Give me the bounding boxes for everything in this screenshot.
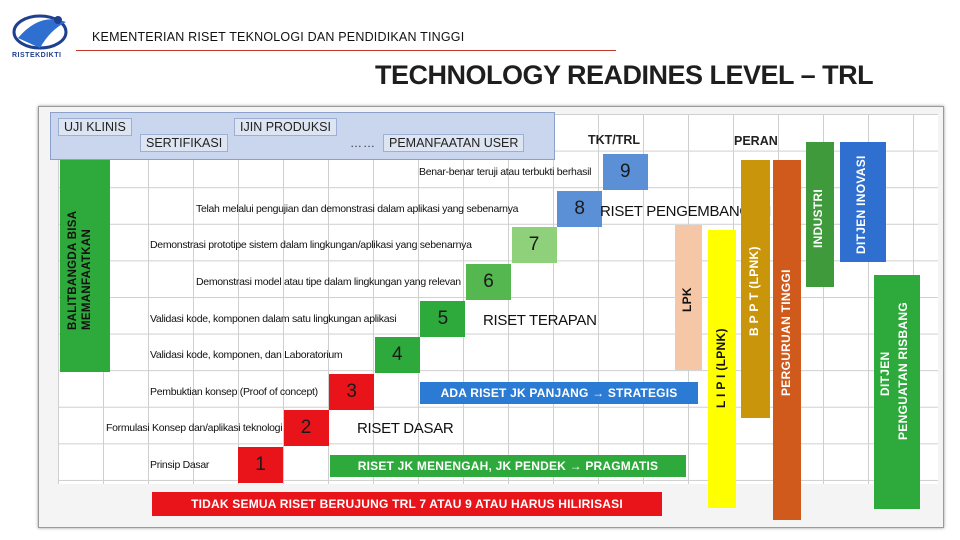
label-ijin-produksi: IJIN PRODUKSI <box>234 118 337 136</box>
trl-number-4: 4 <box>392 344 403 366</box>
trl-label-7: Demonstrasi prototipe sistem dalam lingk… <box>150 239 472 252</box>
role-bar-lipi <box>708 230 736 508</box>
balitbangda-bar <box>60 160 110 372</box>
role-bar-bppt <box>741 160 770 418</box>
role-label-bppt: B P P T (LPNK) <box>747 246 761 336</box>
tkt-trl-header: TKT/TRL <box>588 133 641 147</box>
trl-label-9: Benar-benar teruji atau terbukti berhasi… <box>419 166 592 179</box>
role-bar-industri <box>806 142 834 287</box>
trl-number-6: 6 <box>483 271 494 292</box>
role-label-lipi: L I P I (LPNK) <box>714 328 728 408</box>
trl-label-4: Validasi kode, komponen, dan Laboratoriu… <box>150 349 343 362</box>
role-label-industri: INDUSTRI <box>811 188 825 248</box>
label-uji-klinis: UJI KLINIS <box>58 118 132 136</box>
trl-label-3: Pembuktian konsep (Proof of concept) <box>150 385 318 398</box>
role-bar-lpk <box>675 225 702 370</box>
ristekdikti-logo <box>10 8 74 64</box>
trl-label-6: Demonstrasi model atau tipe dalam lingku… <box>196 276 461 288</box>
zone-riset-pengembangan: RISET PENGEMBANGAN <box>600 203 772 220</box>
banner-jk-menengah: RISET JK MENENGAH, JK PENDEK → PRAGMATIS <box>330 455 686 477</box>
trl-cell-5 <box>420 300 466 337</box>
trl-label-2: Formulasi Konsep dan/aplikasi teknologi <box>106 422 283 435</box>
peran-header: PERAN <box>734 134 778 148</box>
label-pemanfaatan-user: PEMANFAATAN USER <box>383 134 525 152</box>
role-bar-ditjen-inovasi <box>840 142 886 262</box>
trl-number-7: 7 <box>528 234 540 256</box>
trl-label-1: Prinsip Dasar <box>150 459 210 471</box>
role-label-ditjen-risbang-2: PENGUATAN RISBANG <box>896 302 910 440</box>
logo-text: RISTEKDIKTI <box>12 52 62 59</box>
trl-cell-1 <box>238 447 283 483</box>
header-divider <box>76 50 616 51</box>
balitbangda-label: BALITBANGDA BISA MEMANFAATKAN <box>67 211 93 330</box>
trl-number-3: 3 <box>346 380 357 402</box>
zone-riset-terapan: RISET TERAPAN <box>483 312 597 329</box>
role-label-perguruan-tinggi: PERGURUAN TINGGI <box>779 269 793 396</box>
trl-cell-7 <box>511 227 557 264</box>
trl-cell-8 <box>557 190 603 227</box>
role-bar-perguruan-tinggi <box>773 160 801 520</box>
trl-label-8: Telah melalui pengujian dan demonstrasi … <box>196 202 519 215</box>
trl-cell-9 <box>602 154 648 191</box>
role-label-ditjen-inovasi: DITJEN INOVASI <box>854 155 868 254</box>
trl-cell-3 <box>329 373 375 410</box>
ministry-name: KEMENTERIAN RISET TEKNOLOGI DAN PENDIDIK… <box>92 30 465 44</box>
banner-jk-panjang: ADA RISET JK PANJANG → STRATEGIS <box>420 382 698 404</box>
trl-number-2: 2 <box>300 417 312 439</box>
trl-number-1: 1 <box>255 454 266 475</box>
role-bar-ditjen-risbang <box>874 275 920 509</box>
trl-cell-6 <box>466 264 511 300</box>
trl-number-8: 8 <box>574 197 585 219</box>
trl-cell-2 <box>283 410 329 447</box>
banner-tidak-semua: TIDAK SEMUA RISET BERUJUNG TRL 7 ATAU 9 … <box>152 492 662 516</box>
label-sertifikasi: SERTIFIKASI <box>140 134 229 152</box>
label-dots: …… <box>350 136 376 150</box>
trl-number-9: 9 <box>620 161 631 183</box>
page-title: TECHNOLOGY READINES LEVEL – TRL <box>375 60 874 90</box>
zone-riset-dasar: RISET DASAR <box>357 420 454 437</box>
trl-cell-4 <box>374 337 420 374</box>
trl-label-5: Validasi kode, komponen dalam satu lingk… <box>150 312 397 325</box>
role-label-lpk: LPK <box>680 287 694 312</box>
trl-number-5: 5 <box>437 307 449 329</box>
role-label-ditjen-risbang-1: DITJEN <box>878 351 892 396</box>
